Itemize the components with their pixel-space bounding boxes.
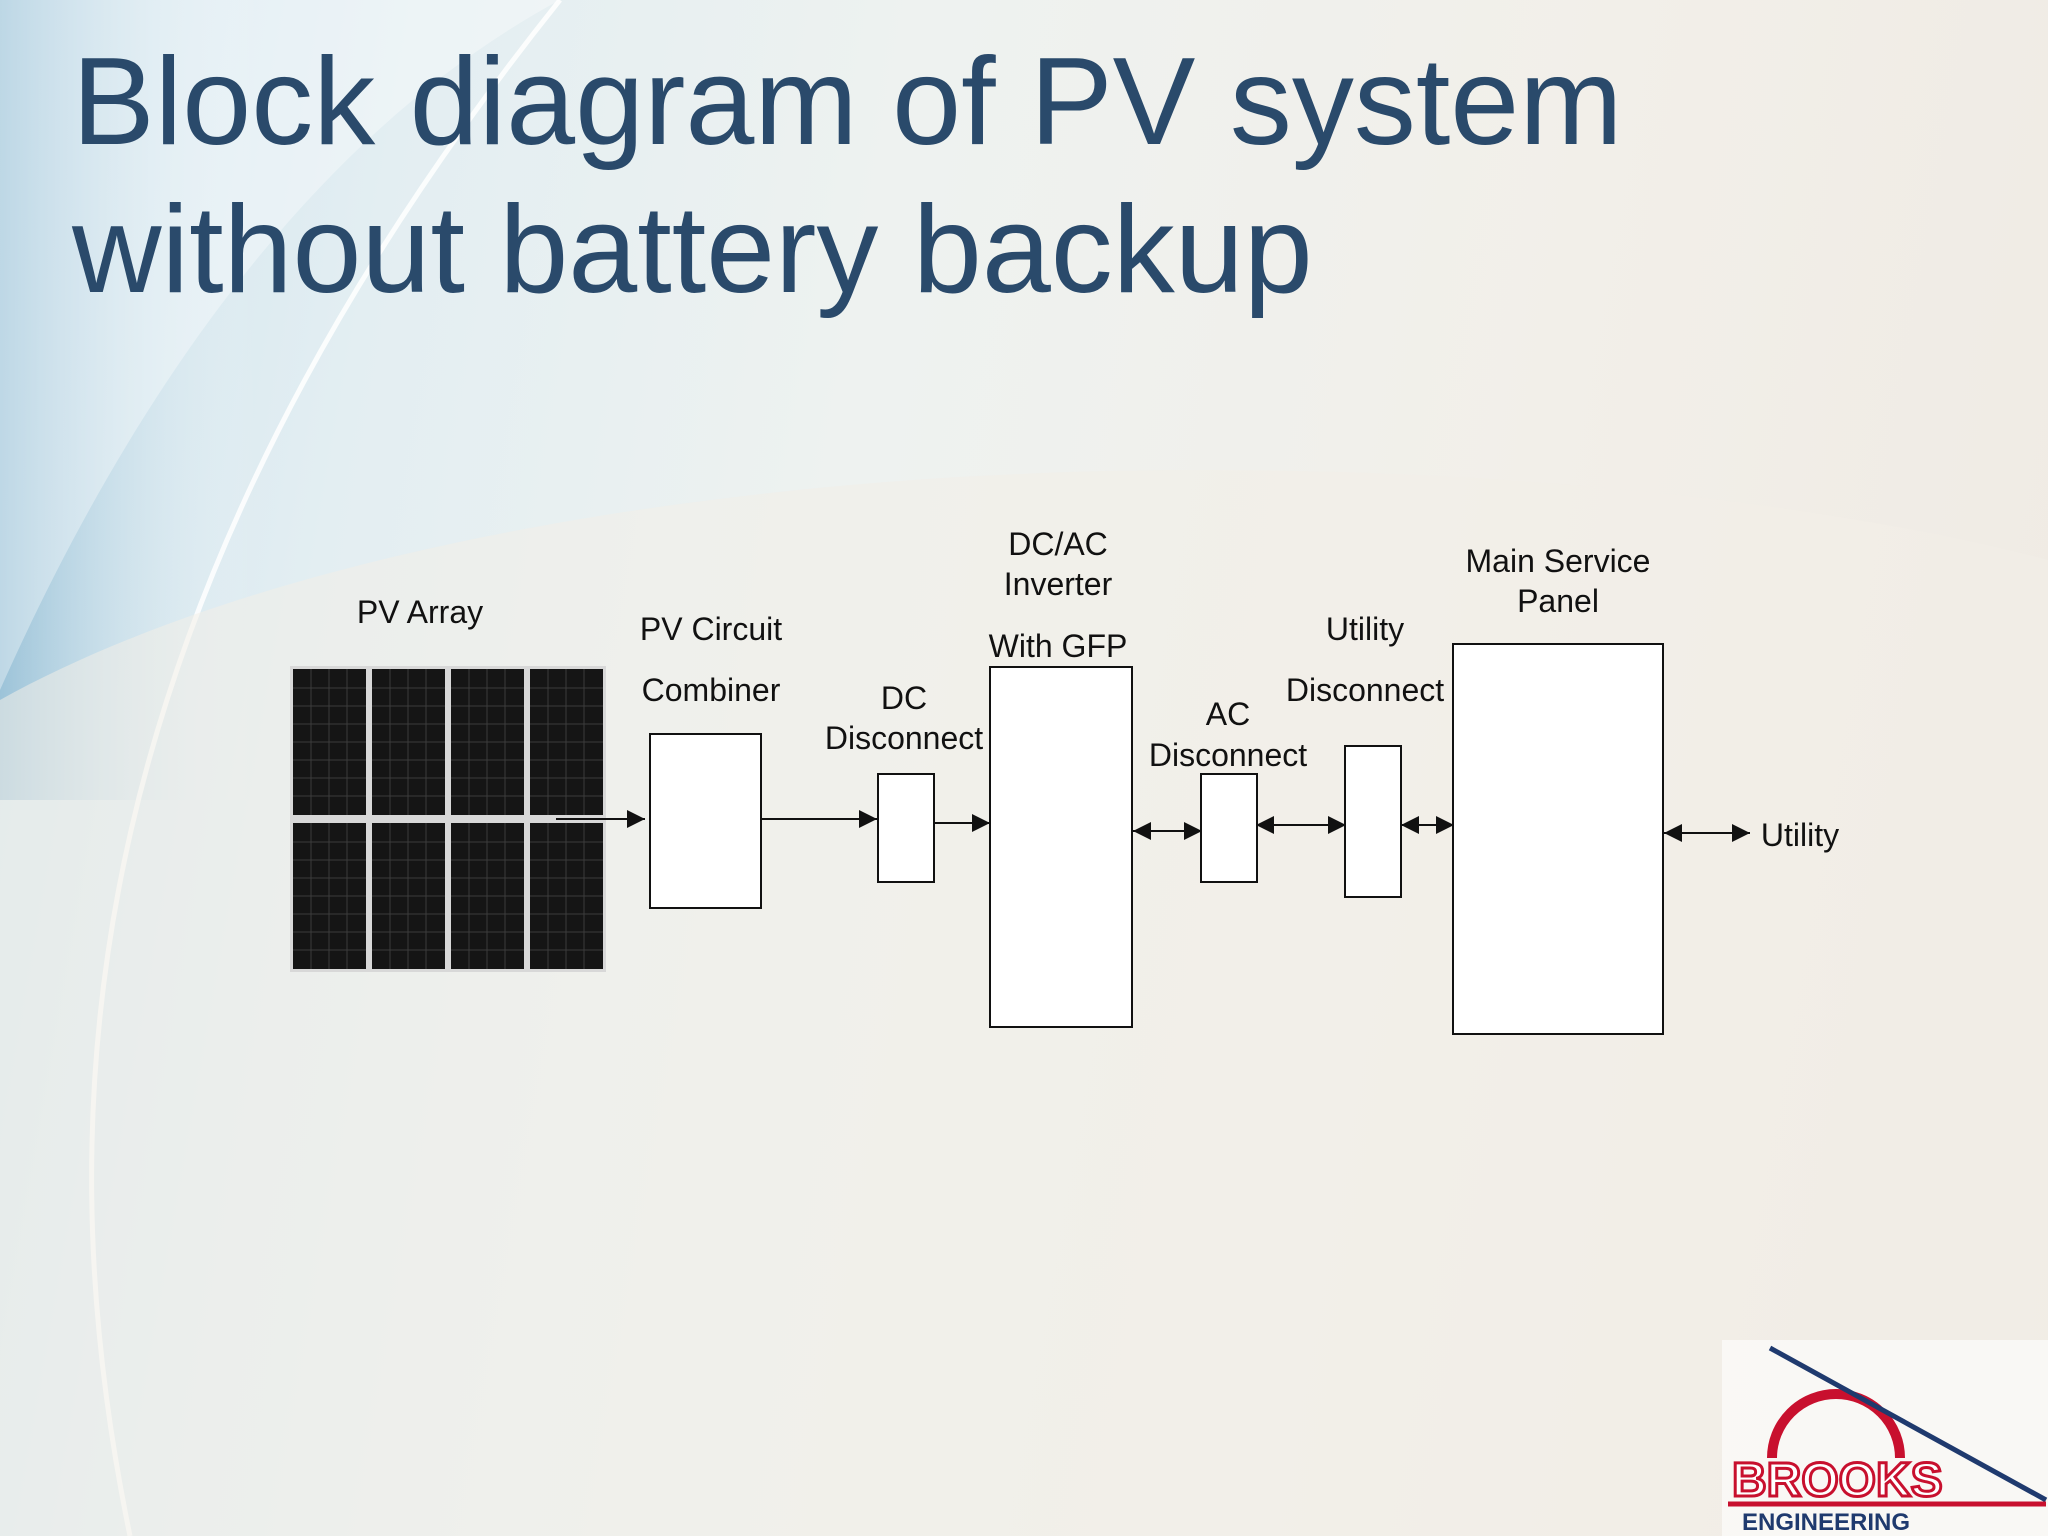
ac-disconnect-box — [1200, 773, 1258, 883]
inverter-label-line2: Inverter — [1003, 566, 1113, 602]
dc-disconnect-label-line2: Disconnect — [824, 720, 984, 756]
combiner-label-line2: Combiner — [641, 672, 781, 708]
pv-array-label: PV Array — [356, 594, 484, 630]
dc-disconnect-box — [877, 773, 935, 883]
dc-disconnect-label-line1: DC — [880, 680, 928, 716]
title-line-2: without battery backup — [72, 181, 1313, 319]
main-panel-label-line2: Panel — [1517, 583, 1599, 619]
inverter-label-line3: With GFP — [988, 628, 1128, 664]
main-panel-label-line1: Main Service — [1465, 543, 1651, 579]
svg-text:ENGINEERING: ENGINEERING — [1742, 1509, 1910, 1536]
pv-array-image — [290, 666, 606, 972]
svg-text:BROOKS: BROOKS — [1732, 1454, 1943, 1507]
slide-title: Block diagram of PV system without batte… — [72, 28, 1623, 324]
utility-label: Utility — [1760, 817, 1840, 853]
ac-disconnect-label-line2: Disconnect — [1148, 737, 1308, 773]
combiner-label-line1: PV Circuit — [639, 611, 783, 647]
brooks-engineering-logo: BROOKS ENGINEERING — [1722, 1340, 2048, 1536]
pv-circuit-combiner-box — [649, 733, 762, 909]
title-line-1: Block diagram of PV system — [72, 33, 1623, 171]
utility-disconnect-label-line1: Utility — [1325, 611, 1405, 647]
dc-ac-inverter-box — [989, 666, 1133, 1028]
inverter-label-line1: DC/AC — [1008, 526, 1108, 562]
utility-disconnect-label-line2: Disconnect — [1285, 672, 1445, 708]
main-service-panel-box — [1452, 643, 1664, 1035]
ac-disconnect-label-line1: AC — [1205, 696, 1251, 732]
utility-disconnect-box — [1344, 745, 1402, 898]
